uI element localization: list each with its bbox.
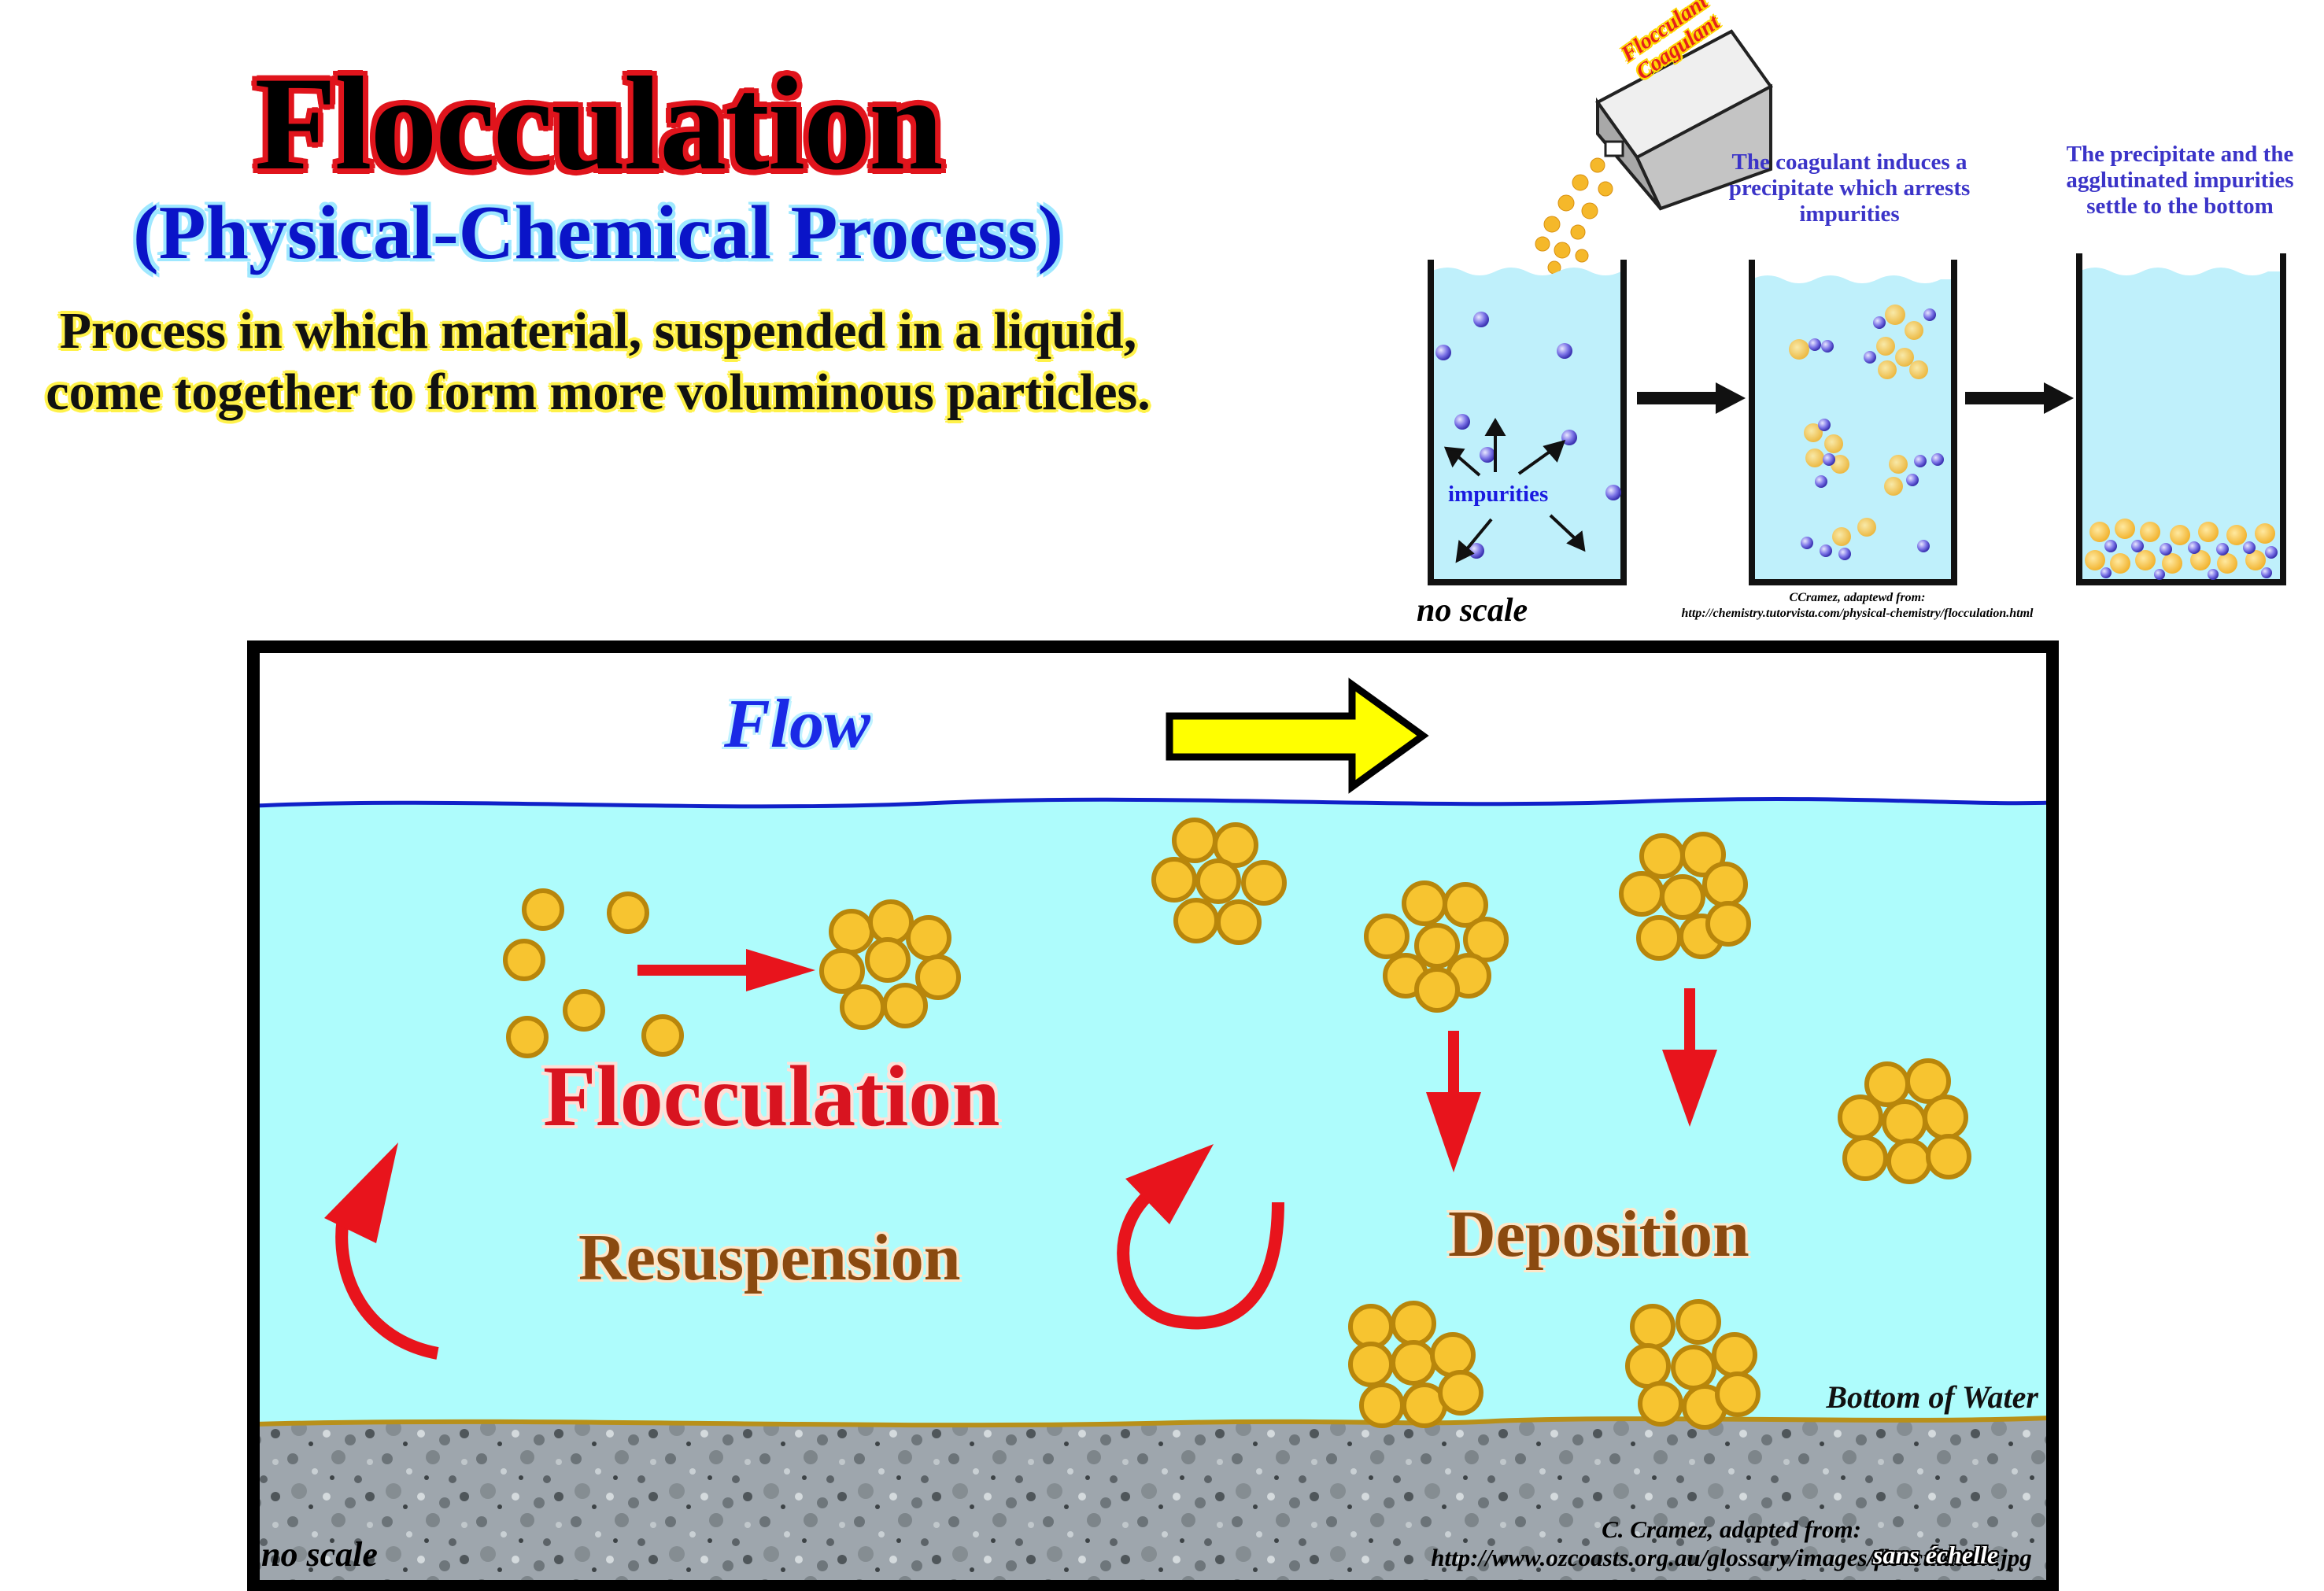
bottom-credit: C. Cramez, adapted from: http://www.ozco…: [1338, 1515, 2125, 1572]
resuspension-label: Resuspension: [578, 1221, 961, 1294]
bottom-of-water-label: Bottom of Water: [1826, 1379, 2038, 1415]
main-panel: [247, 640, 2059, 1591]
bottom-credit-line1: C. Cramez, adapted from:: [1602, 1515, 1861, 1543]
process-arrow-1: [1637, 382, 1746, 414]
bottom-credit-line2: http://www.ozcoasts.org.au/glossary/imag…: [1431, 1544, 2032, 1571]
page-subtitle: (Physical-Chemical Process): [132, 190, 1064, 275]
impurity-particles-beaker-1: [1435, 312, 1621, 559]
flow-label: Flow: [724, 686, 870, 762]
floc-cluster-5: [1838, 1058, 1971, 1184]
top-credit: CCramez, adaptewd from: http://chemistry…: [1605, 590, 2109, 622]
page-title: Flocculation: [254, 50, 943, 197]
definition-text: Process in which material, suspended in …: [46, 302, 1151, 421]
impurities-label: impurities: [1448, 482, 1549, 507]
deposition-label: Deposition: [1448, 1198, 1749, 1271]
flocculation-arrow: [637, 949, 815, 991]
impurities-arrows: [1443, 418, 1586, 563]
floc-cluster-4: [1619, 832, 1751, 961]
floc-clusters-beaker-2: [1789, 305, 1944, 560]
deposition-arrow-1: [1426, 1031, 1481, 1172]
loose-particles: [503, 888, 684, 1058]
settled-sediment-beaker-3: [2085, 519, 2278, 580]
overprint-label: sans échelle: [1873, 1541, 1999, 1569]
top-no-scale: no scale: [1417, 592, 1528, 629]
resuspension-arrow-1: [324, 1142, 439, 1360]
resuspension-arrow-2: [1117, 1144, 1284, 1330]
flocculation-label: Flocculation: [543, 1048, 1000, 1144]
floc-cluster-6: [1348, 1301, 1483, 1428]
top-credit-line1: CCramez, adaptewd from:: [1789, 591, 1926, 604]
beaker-3: [2076, 253, 2286, 585]
beaker-2: [1749, 260, 1957, 585]
process-arrow-2: [1965, 382, 2074, 414]
step2-caption: The coagulant induces a precipitate whic…: [1728, 150, 1971, 227]
step3-caption: The precipitate and the agglutinated imp…: [2066, 142, 2294, 219]
floc-cluster-2: [1151, 818, 1287, 945]
floc-cluster-7: [1625, 1299, 1761, 1430]
coagulant-box: [1595, 29, 1773, 211]
deposition-arrow-2: [1662, 988, 1717, 1127]
floc-cluster-3: [1364, 880, 1509, 1013]
flow-arrow: [1166, 677, 1429, 794]
beaker-1: [1428, 260, 1627, 585]
floc-cluster-1: [819, 899, 961, 1030]
bottom-no-scale: no scale: [261, 1535, 378, 1574]
particles: [503, 818, 1971, 1430]
coagulant-stream: [1535, 157, 1613, 275]
top-credit-line2: http://chemistry.tutorvista.com/physical…: [1681, 607, 2034, 620]
